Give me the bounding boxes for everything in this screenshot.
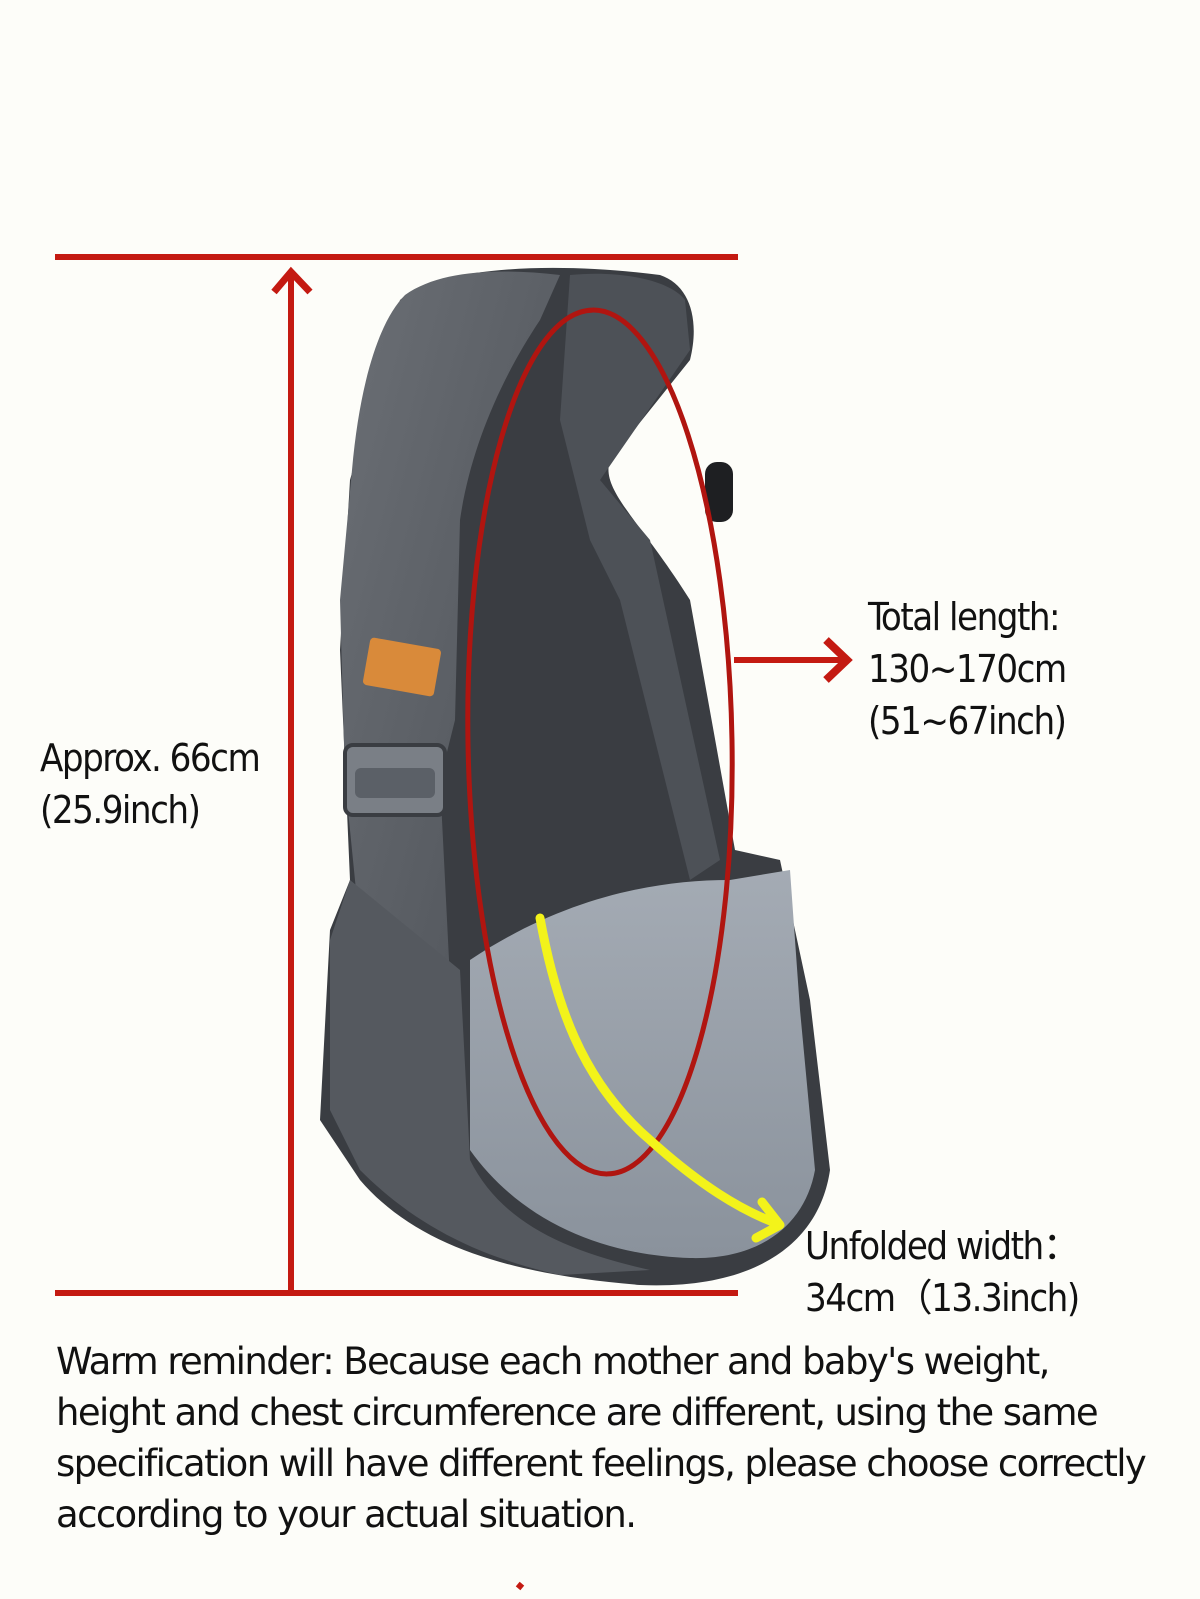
red-mark (515, 1581, 525, 1591)
brand-label (363, 637, 441, 697)
sling-body (320, 267, 830, 1286)
warm-reminder-text: Warm reminder: Because each mother and b… (56, 1340, 1147, 1536)
total-length-inch-text: (51~67inch) (868, 699, 1067, 743)
unfolded-width-title: Unfolded width： (805, 1224, 1081, 1268)
total-length-annotation: Total length: 130~170cm (51~67inch) (868, 591, 1067, 747)
height-annotation: Approx. 66cm (25.9inch) (40, 732, 261, 836)
unfolded-width-value: 34cm（13.3inch) (805, 1276, 1080, 1320)
unfolded-width-arrow (535, 913, 785, 1243)
total-length-cm-text: 130~170cm (868, 647, 1067, 691)
total-length-arrow (734, 637, 853, 683)
unfolded-width-annotation: Unfolded width： 34cm（13.3inch) (805, 1220, 1081, 1324)
total-length-title: Total length: (868, 595, 1061, 639)
height-inch-text: (25.9inch) (40, 788, 201, 832)
height-dimension-lines (55, 254, 738, 1296)
total-length-ellipse (465, 307, 735, 1177)
height-cm-text: Approx. 66cm (40, 736, 261, 780)
